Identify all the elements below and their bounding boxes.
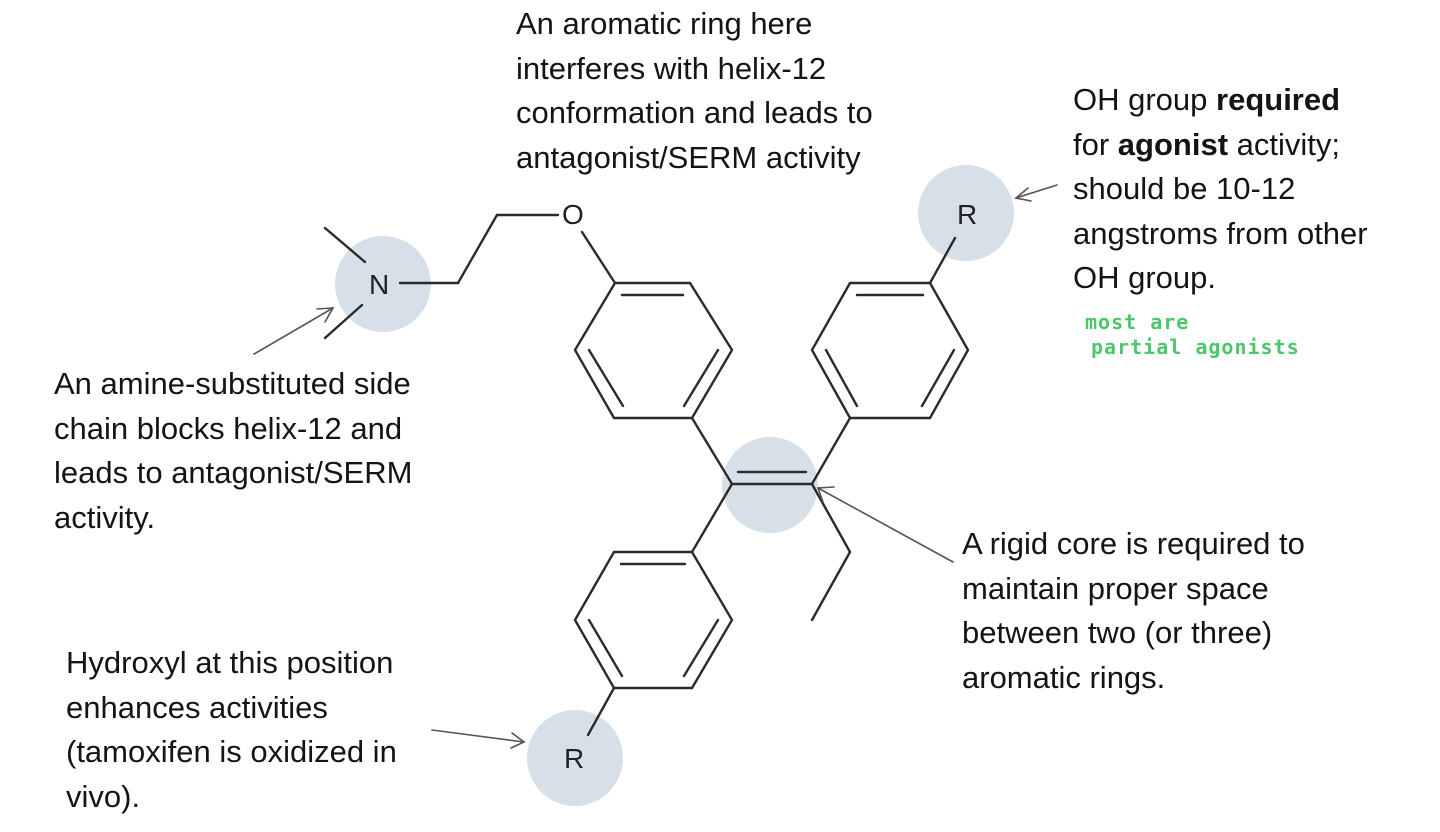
handwritten-line: partial agonists [1091, 335, 1300, 359]
r-group-bottom: R [564, 743, 584, 774]
annotation-amine-chain: An amine-substituted side chain blocks h… [54, 362, 412, 540]
annotation-line: should be 10-12 [1073, 171, 1296, 206]
annotation-rigid-core: A rigid core is required to maintain pro… [962, 522, 1305, 700]
nitrogen-atom: N [369, 269, 389, 300]
ring-upper-right [810, 281, 970, 420]
annotation-line: OH group required [1073, 82, 1341, 117]
ring-lower [573, 550, 734, 690]
highlight-r-bottom [527, 710, 623, 806]
handwritten-note: most are partial agonists [1085, 310, 1300, 360]
handwritten-line: most are [1085, 310, 1190, 334]
annotation-line: An aromatic ring here [516, 6, 813, 41]
annotation-line: between two (or three) [962, 615, 1273, 650]
annotation-line: chain blocks helix-12 and [54, 410, 403, 446]
annotation-aromatic-ring: An aromatic ring here interferes with he… [516, 2, 873, 180]
annotation-line: for agonist activity; [1073, 126, 1340, 162]
annotation-line: angstroms from other [1073, 215, 1368, 251]
annotation-line: Hydroxyl at this position [66, 645, 394, 680]
annotation-oh-group: OH group required for agonist activity; … [1073, 78, 1368, 301]
annotation-line: antagonist/SERM activity [516, 139, 861, 175]
annotation-line: An amine-substituted side [54, 366, 411, 401]
arrow-core [817, 487, 954, 563]
arrow-r-top [1015, 184, 1058, 199]
annotation-line: vivo). [66, 778, 141, 814]
highlight-circles [335, 165, 1014, 806]
annotation-line: activity. [54, 499, 156, 535]
annotation-line: OH group. [1073, 260, 1217, 295]
annotation-line: maintain proper space [962, 570, 1269, 606]
annotation-line: conformation and leads to [516, 95, 873, 130]
arrow-hydroxyl [431, 729, 525, 743]
ring-upper-left [573, 281, 734, 420]
annotation-line: interferes with helix-12 [516, 50, 827, 86]
annotation-hydroxyl: Hydroxyl at this position enhances activ… [66, 641, 397, 819]
oxygen-atom: O [562, 199, 584, 230]
r-group-top: R [957, 199, 977, 230]
annotation-line: aromatic rings. [962, 659, 1166, 695]
arrows [253, 184, 1058, 749]
highlight-r-top [918, 165, 1014, 261]
annotation-line: A rigid core is required to [962, 526, 1305, 561]
arrow-amine [253, 307, 334, 355]
annotation-line: (tamoxifen is oxidized in [66, 734, 397, 769]
annotation-line: leads to antagonist/SERM [54, 455, 413, 490]
bonds [323, 213, 970, 737]
annotation-line: enhances activities [66, 689, 328, 725]
